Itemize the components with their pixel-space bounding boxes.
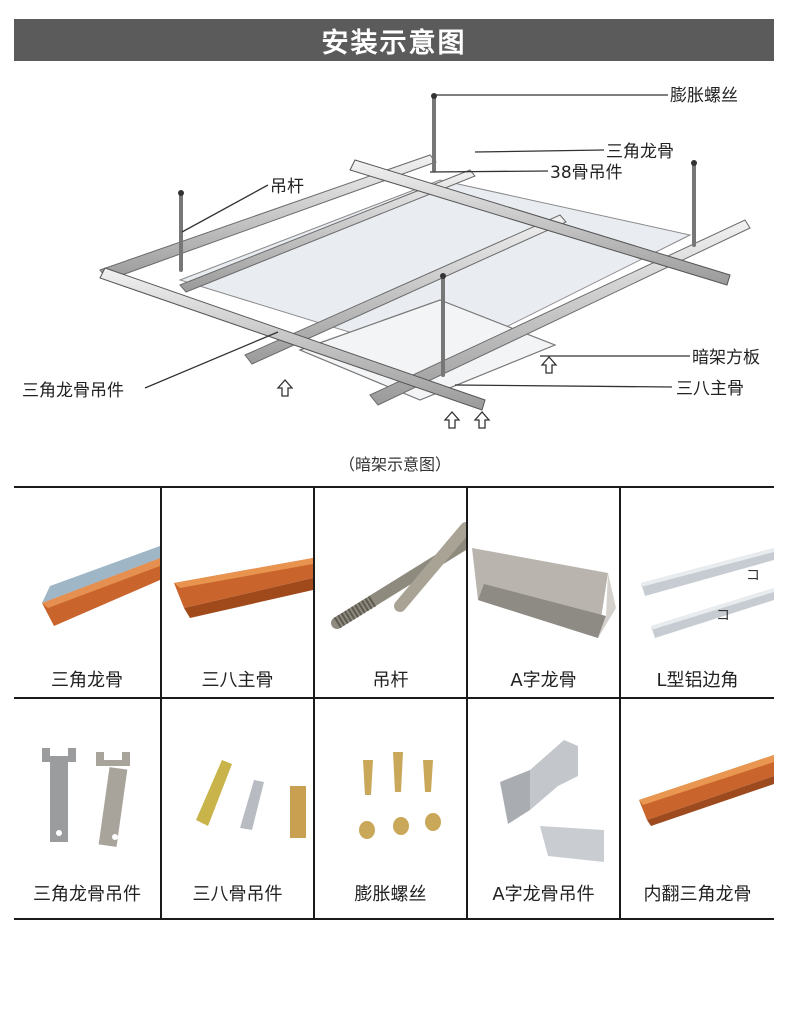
part-rod: 吊杆	[315, 488, 467, 698]
title-bar: 安装示意图	[14, 19, 774, 61]
label-concealed-panel: 暗架方板	[692, 348, 760, 368]
hanging-rods	[179, 96, 696, 377]
grid-line	[14, 697, 774, 699]
part-label: A字龙骨吊件	[492, 884, 595, 905]
up-arrows	[276, 356, 558, 429]
part-label: 吊杆	[372, 670, 409, 691]
l-edge-icon: コ コ	[641, 548, 774, 638]
part-triangle-keel: 三角龙骨	[14, 488, 166, 698]
rod-tips	[178, 93, 697, 279]
dropped-panel	[298, 299, 557, 401]
a-keel-hanger-icon	[500, 740, 604, 862]
part-main-keel: 三八主骨	[162, 488, 314, 698]
label-main-keel-38: 三八主骨	[676, 379, 744, 399]
grid-line	[160, 486, 162, 918]
part-l-edge: コ コ L型铝边角	[621, 488, 774, 698]
keel-hanger-icon	[42, 748, 130, 847]
leader-lines	[144, 94, 690, 389]
part-hanger-38: 三八骨吊件	[162, 700, 314, 910]
diagram-caption: （暗架示意图）	[338, 455, 451, 474]
grid-line	[14, 918, 774, 920]
parts-grid: 三角龙骨 三八主骨 吊杆 A字龙骨 コ コ	[14, 486, 774, 920]
page-title: 安装示意图	[321, 27, 467, 59]
grid-line	[14, 486, 774, 488]
part-expansion-bolt: 膨胀螺丝	[315, 700, 467, 910]
hanger-38-icon	[196, 760, 306, 838]
grid-line	[619, 486, 621, 918]
triangle-keel-icon	[42, 546, 160, 626]
main-keel-icon	[174, 558, 313, 618]
triangle-keels	[99, 154, 751, 406]
part-a-keel-hanger: A字龙骨吊件	[468, 700, 620, 910]
label-hanger-38: 38骨吊件	[550, 163, 623, 183]
label-triangle-keel-hanger: 三角龙骨吊件	[22, 381, 124, 401]
ceiling-grid-drawing: 膨胀螺丝 三角龙骨 38骨吊件 吊杆 暗架方板 三八主骨 三角龙骨吊件	[22, 86, 760, 429]
threaded-rod-icon	[331, 522, 466, 629]
part-label: 内翻三角龙骨	[643, 884, 752, 905]
part-label: 三八主骨	[201, 670, 274, 691]
main-keels	[99, 159, 731, 411]
svg-text:コ: コ	[746, 568, 760, 584]
label-expansion-bolt: 膨胀螺丝	[670, 86, 738, 106]
label-triangle-keel: 三角龙骨	[606, 142, 674, 162]
inverted-keel-icon	[639, 755, 774, 826]
part-inverted-keel: 内翻三角龙骨	[621, 700, 774, 910]
part-label: A字龙骨	[510, 670, 577, 691]
label-rod: 吊杆	[270, 177, 304, 197]
part-label: 三角龙骨吊件	[33, 884, 141, 905]
installation-diagram: 膨胀螺丝 三角龙骨 38骨吊件 吊杆 暗架方板 三八主骨 三角龙骨吊件	[0, 70, 790, 450]
part-label: L型铝边角	[656, 670, 739, 691]
part-label: 三角龙骨	[51, 670, 123, 691]
part-keel-hanger: 三角龙骨吊件	[14, 700, 166, 910]
expansion-bolt-icon	[359, 752, 441, 839]
part-label: 膨胀螺丝	[354, 884, 427, 905]
part-label: 三八骨吊件	[192, 884, 283, 905]
svg-text:コ: コ	[716, 608, 730, 624]
grid-line	[313, 486, 315, 918]
part-a-keel: A字龙骨	[468, 488, 620, 698]
grid-line	[466, 486, 468, 918]
a-keel-icon	[472, 548, 616, 638]
